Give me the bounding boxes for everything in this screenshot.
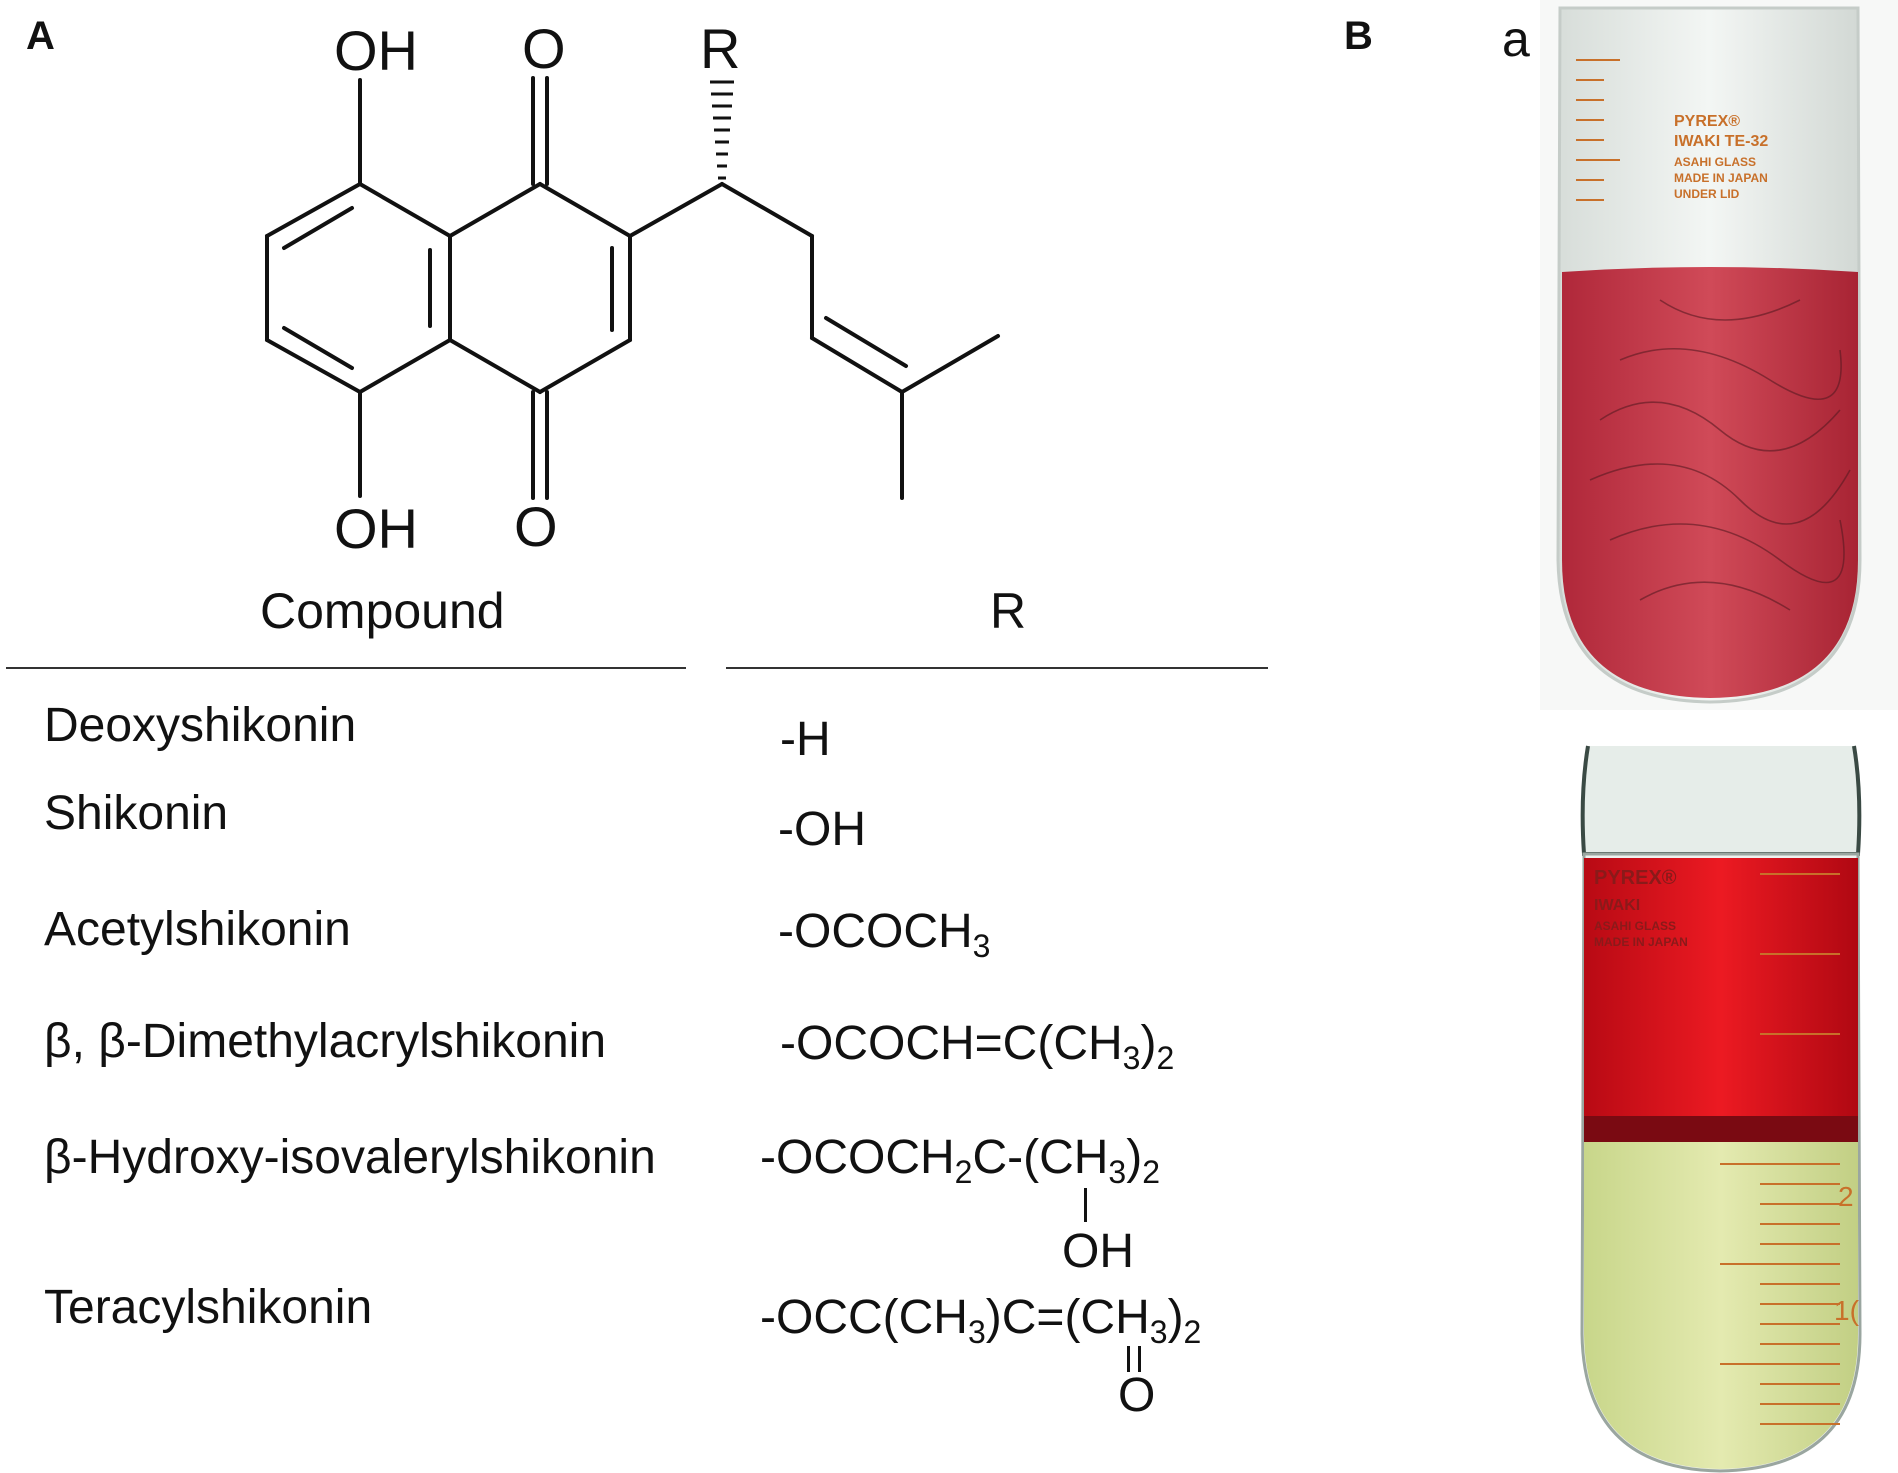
compound-name: β-Hydroxy-isovalerylshikonin <box>44 1131 656 1184</box>
scale-mark-b: 1( <box>1834 1295 1860 1326</box>
tube-print-a: PYREX® <box>1674 113 1740 130</box>
compound-name: Acetylshikonin <box>44 903 351 956</box>
tube-print-b: ASAHI GLASS <box>1594 919 1676 933</box>
tube-print-a: IWAKI TE-32 <box>1674 133 1768 150</box>
tube-print-a: MADE IN JAPAN <box>1674 171 1768 185</box>
scale-mark-b: 2 <box>1838 1181 1854 1212</box>
compound-r: -H <box>780 713 831 766</box>
atom-oh-top: OH <box>334 19 418 82</box>
culture-tube-photo-b: PYREX® IWAKI ASAHI GLASS MADE IN JAPAN 2… <box>1510 734 1898 1473</box>
compound-r: -OCOCH3 <box>778 905 991 964</box>
atom-oh-bottom: OH <box>334 497 418 560</box>
table-rule-left <box>6 667 686 669</box>
atom-r: R <box>700 17 740 80</box>
atom-o-bottom: O <box>514 495 558 558</box>
atom-o-top: O <box>522 17 566 80</box>
substituent-oh: OH <box>1062 1225 1134 1278</box>
tube-print-a: ASAHI GLASS <box>1674 155 1756 169</box>
tube-print-b: PYREX® <box>1594 867 1677 889</box>
tube-print-b: IWAKI <box>1594 897 1640 914</box>
compound-name: Teracylshikonin <box>44 1281 373 1334</box>
header-r: R <box>990 583 1027 639</box>
bond-line <box>1084 1188 1087 1222</box>
compound-name: β, β-Dimethylacrylshikonin <box>44 1015 607 1068</box>
shikonin-structure: OH O R OH O <box>265 17 1000 560</box>
tube-print-a: UNDER LID <box>1674 187 1740 201</box>
table-rule-right <box>726 667 1268 669</box>
compound-name: Shikonin <box>44 787 229 840</box>
compound-r: -OH <box>778 803 866 856</box>
tube-print-b: MADE IN JAPAN <box>1594 935 1688 949</box>
double-bond-line <box>1127 1346 1141 1372</box>
photo-label-a: a <box>1502 11 1530 67</box>
culture-tube-photo-a: PYREX® IWAKI TE-32 ASAHI GLASS MADE IN J… <box>1540 0 1898 710</box>
header-compound: Compound <box>260 583 505 639</box>
compound-r: -OCOCH=C(CH3)2 <box>780 1017 1175 1076</box>
compound-r: -OCOCH2C-(CH3)2 <box>760 1131 1160 1190</box>
compound-r: -OCC(CH3)C=(CH3)2 <box>760 1291 1202 1350</box>
panel-label-b: B <box>1344 14 1373 58</box>
compound-name: Deoxyshikonin <box>44 699 357 752</box>
panel-label-a: A <box>26 14 55 58</box>
substituent-o: O <box>1118 1369 1156 1422</box>
